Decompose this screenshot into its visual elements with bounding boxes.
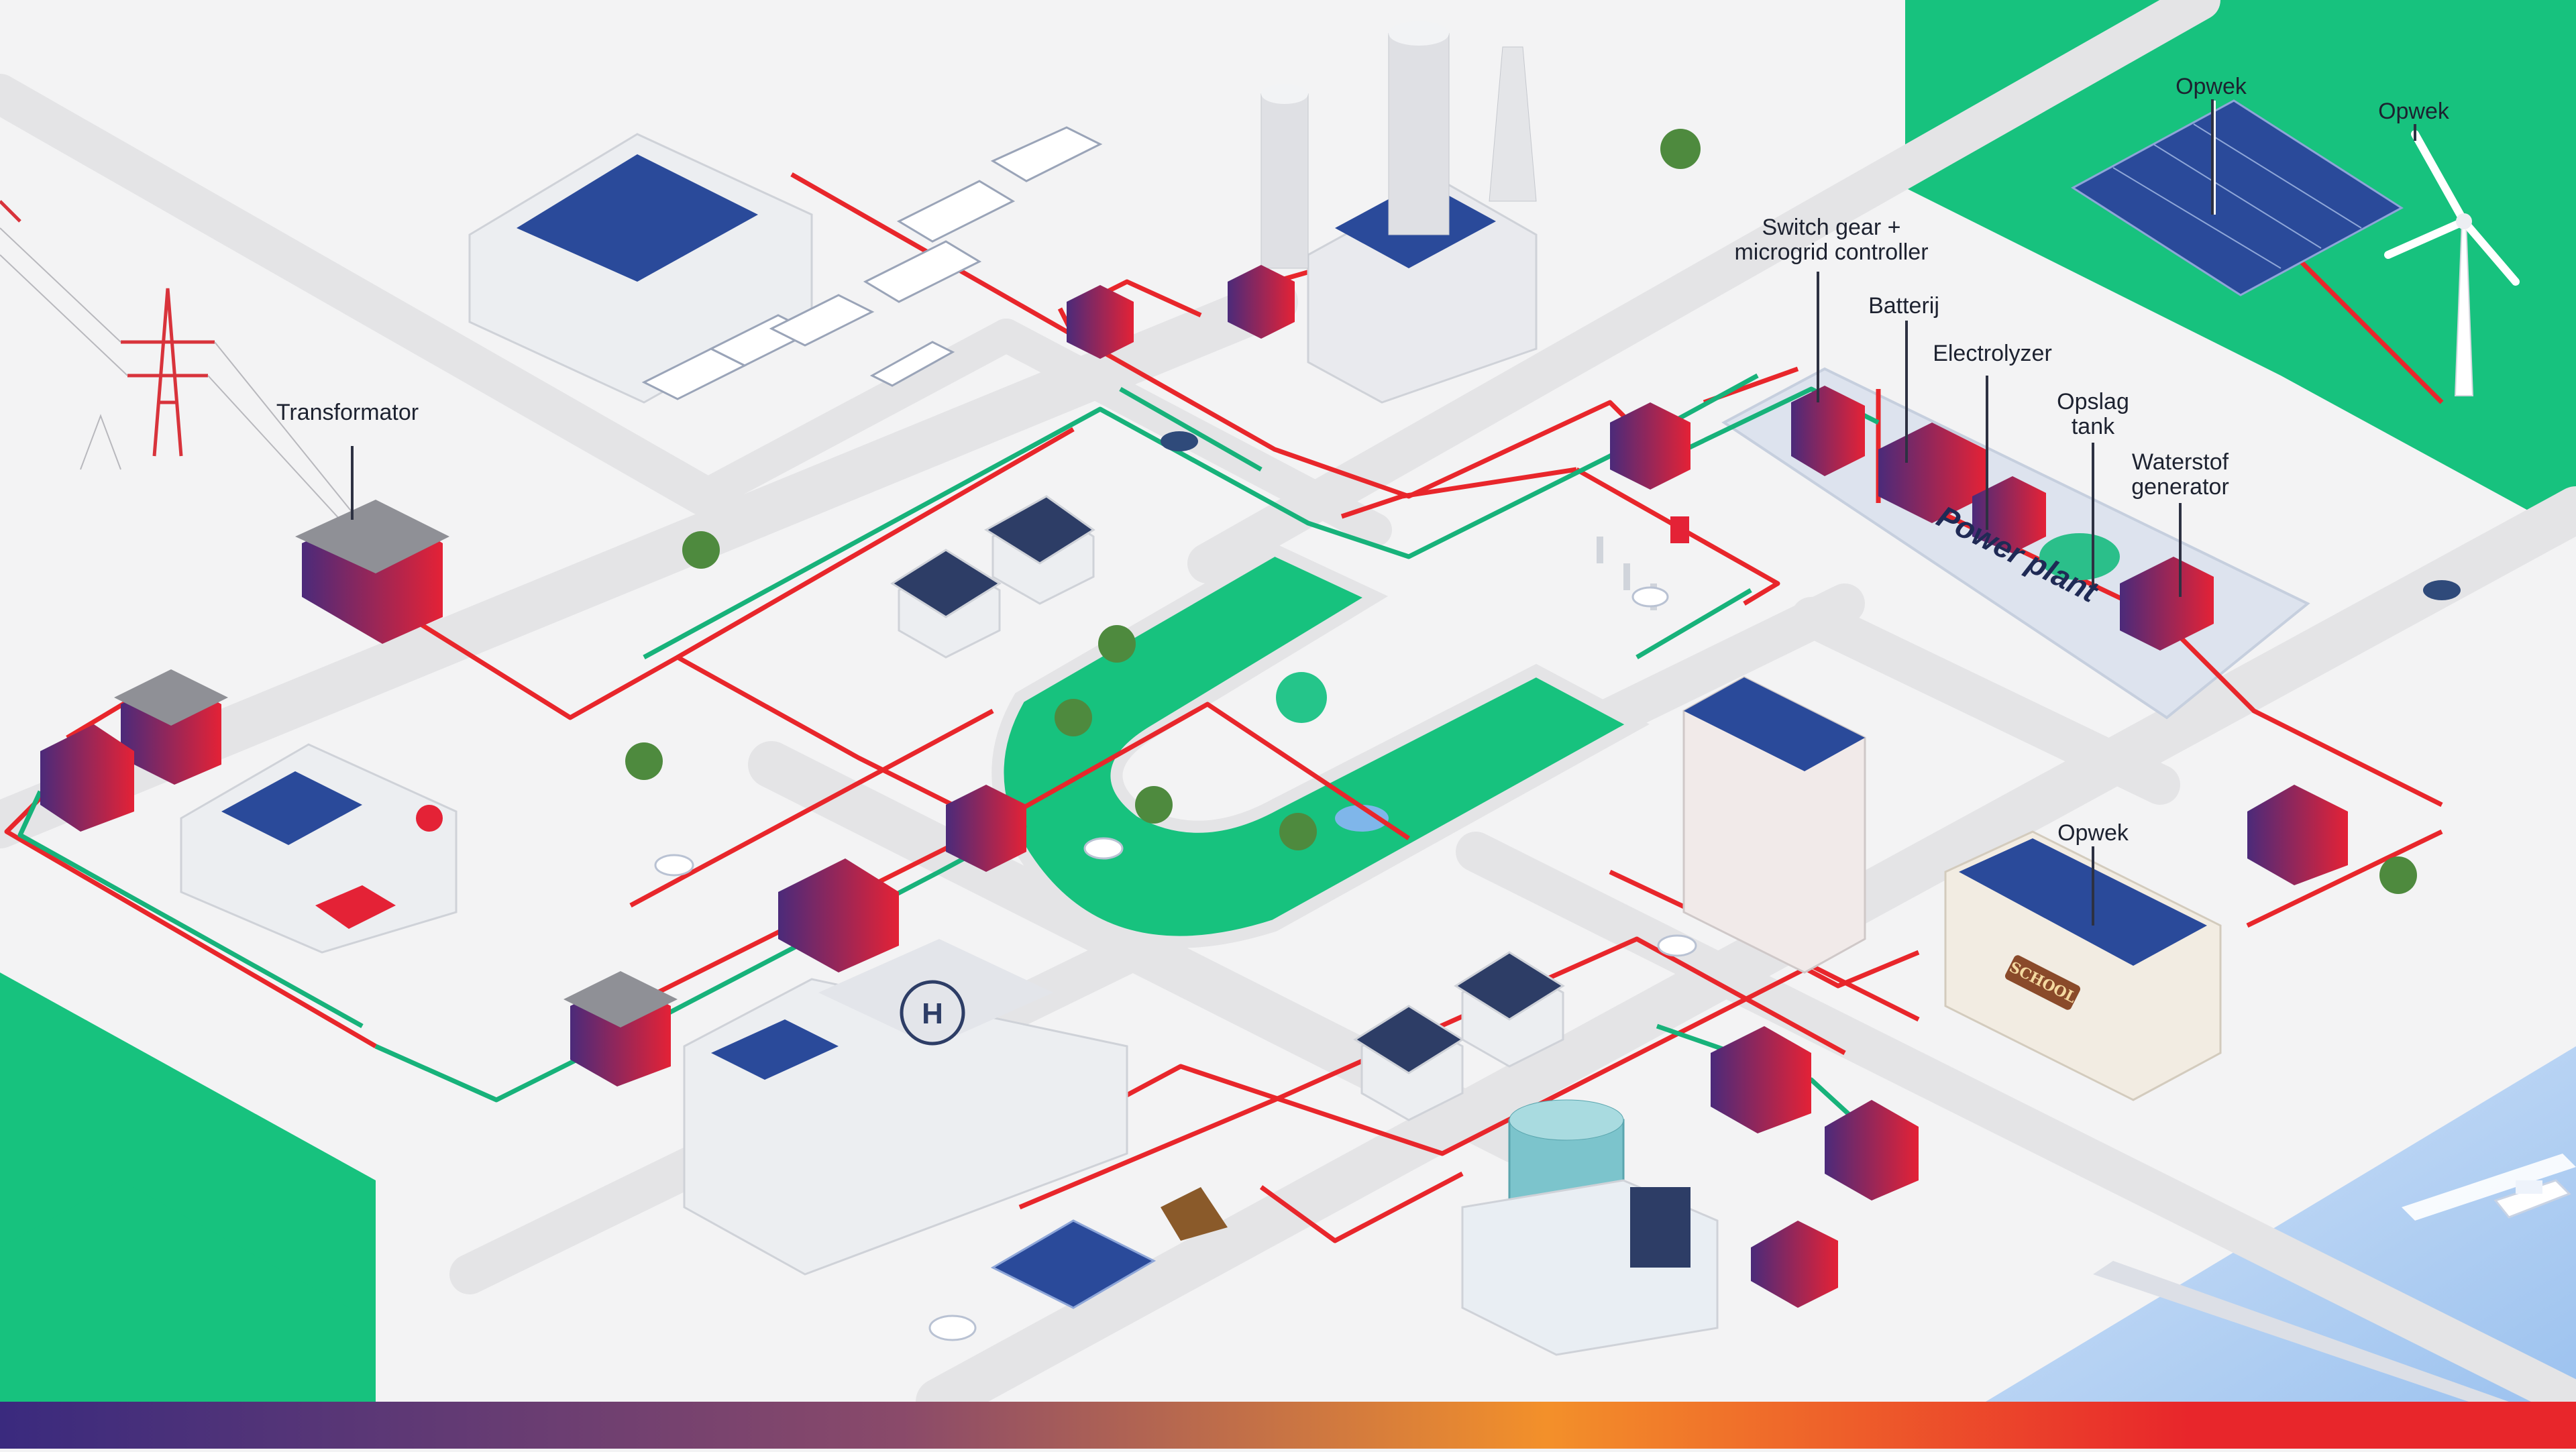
pylon-icon bbox=[0, 200, 356, 537]
label-opslag-1: Opslag bbox=[2057, 389, 2129, 414]
callout-lines bbox=[351, 99, 2416, 926]
car-icon bbox=[654, 431, 2461, 1341]
label-transformator: Transformator bbox=[276, 400, 419, 425]
factory bbox=[1260, 21, 1538, 404]
label-switch-gear-1: Switch gear + bbox=[1762, 215, 1901, 240]
label-waterstof-1: Waterstof bbox=[2132, 449, 2229, 475]
solar-carport bbox=[990, 1187, 1228, 1309]
label-opwek-wind: Opwek bbox=[2378, 99, 2450, 124]
label-switch-gear-2: microgrid controller bbox=[1734, 239, 1928, 265]
houses bbox=[890, 495, 1565, 1121]
label-electrolyzer: Electrolyzer bbox=[1933, 341, 2052, 366]
wind-turbine-icon bbox=[2384, 130, 2520, 396]
label-waterstof-2: generator bbox=[2131, 474, 2229, 500]
hospital: H bbox=[683, 939, 1128, 1276]
tree-icon bbox=[625, 129, 2417, 894]
label-opslag-2: tank bbox=[2072, 414, 2115, 439]
data-center bbox=[1461, 1099, 1719, 1356]
warehouse bbox=[468, 126, 1103, 404]
label-opwek-school: Opwek bbox=[2057, 820, 2129, 846]
fire-truck-icon bbox=[315, 885, 396, 929]
label-batterij: Batterij bbox=[1868, 293, 1939, 319]
boat-icon bbox=[2493, 1179, 2571, 1219]
bridge bbox=[2093, 1154, 2576, 1402]
bottom-gradient-bar bbox=[0, 1402, 2576, 1449]
school-building: SCHOOL bbox=[1944, 830, 2222, 1101]
charging-stations bbox=[1597, 516, 1689, 610]
label-opwek-solar: Opwek bbox=[2176, 74, 2247, 99]
truck-icon bbox=[863, 126, 1103, 303]
fire-station bbox=[180, 743, 458, 954]
apartment-building bbox=[1682, 676, 1866, 974]
helipad-letter: H bbox=[922, 997, 943, 1030]
